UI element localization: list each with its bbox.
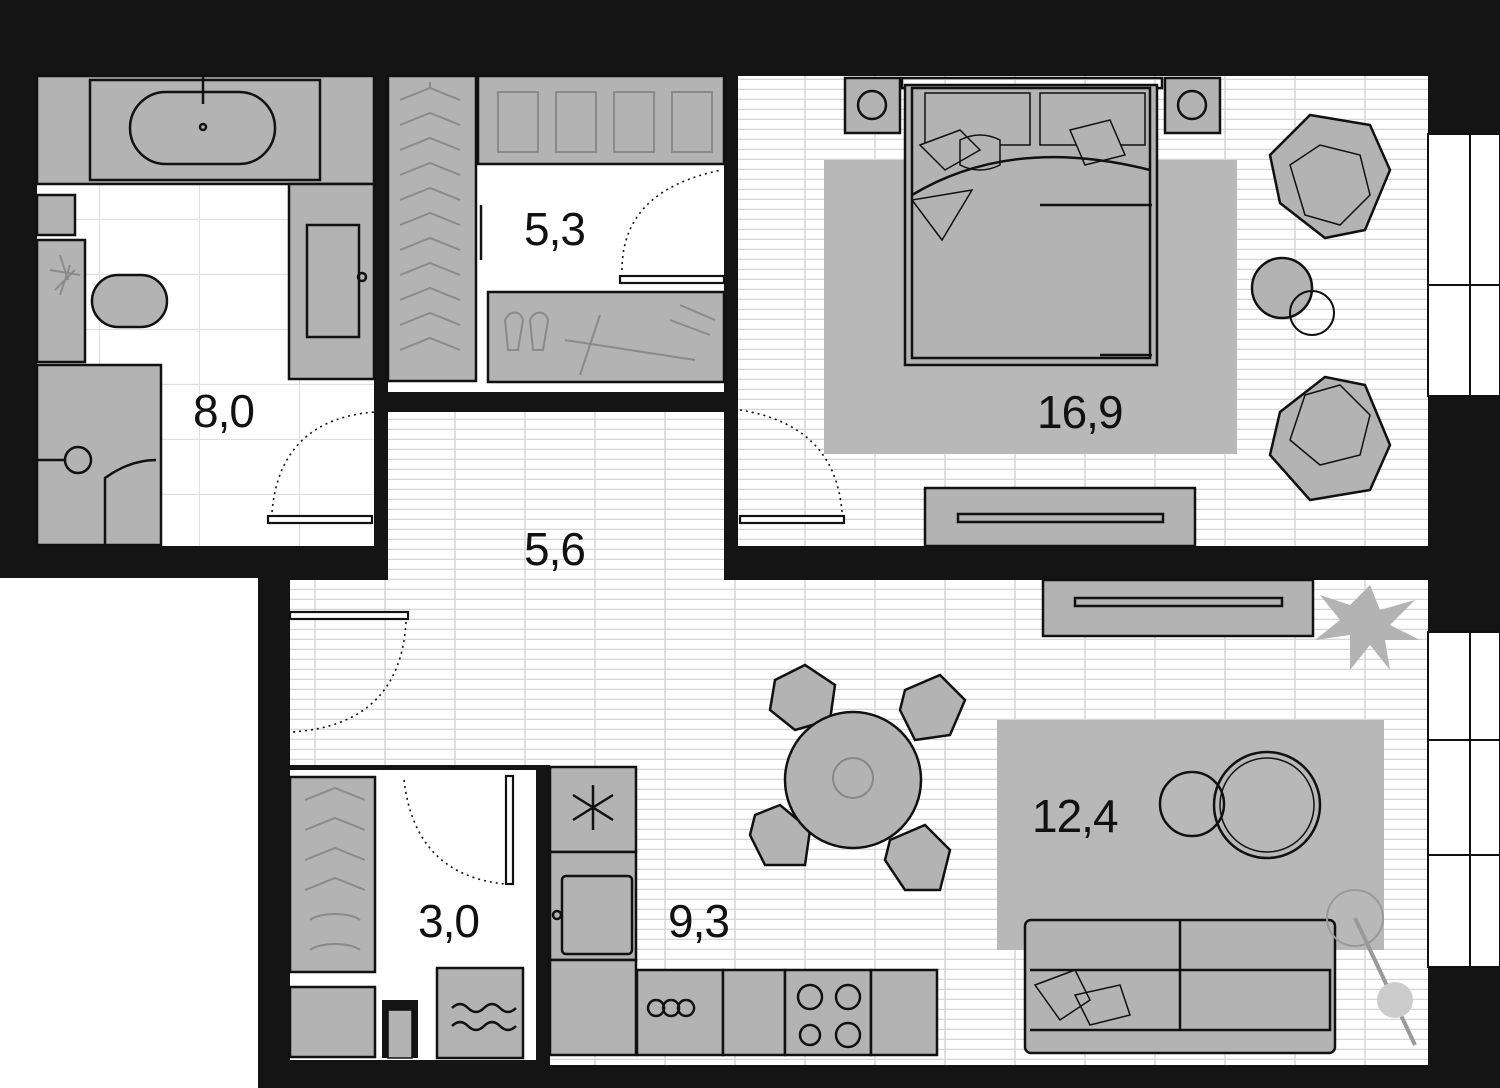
shower (35, 363, 163, 547)
nightstand-right (1163, 76, 1222, 135)
bathroom-fixtures (35, 74, 376, 547)
area-kitchen: 9,3 (668, 895, 729, 947)
bedroom-tv-stand (923, 486, 1197, 548)
armchair-bottom (1268, 375, 1392, 502)
dining-set (748, 663, 967, 892)
washing-machine (435, 966, 525, 1060)
living-furniture (748, 578, 1420, 1055)
plant-box (35, 238, 87, 364)
storage-furniture (288, 775, 525, 1060)
stove (783, 968, 873, 1057)
dining-table (783, 710, 923, 850)
plant-living (1315, 585, 1420, 670)
area-wardrobe: 5,3 (524, 203, 585, 255)
area-bathroom: 8,0 (193, 385, 254, 437)
area-living: 12,4 (1032, 790, 1118, 842)
area-storage: 3,0 (418, 895, 479, 947)
nightstand-left (843, 76, 902, 135)
area-labels: 8,0 5,3 16,9 5,6 3,0 9,3 12,4 (193, 203, 1124, 947)
toilet (90, 273, 169, 329)
storage-rack (288, 775, 377, 974)
area-bedroom: 16,9 (1037, 386, 1123, 438)
area-hallway: 5,6 (524, 523, 585, 575)
living-tv-stand (1041, 578, 1315, 638)
window-bedroom (1427, 133, 1500, 397)
kitchen-sink (560, 874, 634, 956)
hanger-rack (386, 74, 478, 383)
kitchen-furniture (548, 765, 939, 1057)
doors (266, 169, 846, 886)
window-living (1427, 631, 1500, 968)
floor-lamp (1326, 889, 1417, 1046)
side-table (1250, 256, 1335, 336)
wardrobe-furniture (386, 74, 726, 384)
armchair-top (1268, 113, 1392, 240)
shirts-shelf (476, 74, 726, 166)
bedroom-furniture (824, 76, 1392, 548)
coffee-table-large (1212, 750, 1322, 860)
coffee-table-small (1158, 770, 1226, 838)
